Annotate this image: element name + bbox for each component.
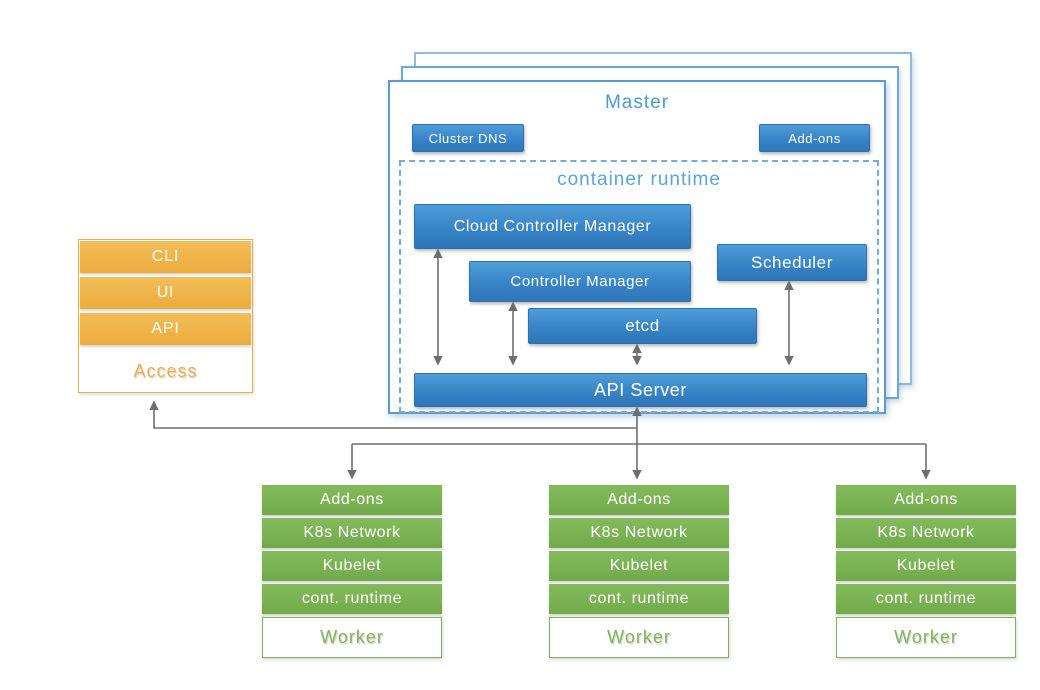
worker3-cont-runtime: cont. runtime <box>836 584 1016 614</box>
cluster-dns-box: Cluster DNS <box>412 124 524 152</box>
master-addons-box: Add-ons <box>759 124 870 152</box>
worker1-addons: Add-ons <box>262 485 442 515</box>
worker3-addons: Add-ons <box>836 485 1016 515</box>
controller-manager-box: Controller Manager <box>469 261 691 302</box>
access-node: CLI UI API Access <box>78 239 253 393</box>
worker-node-2: Add-ons K8s Network Kubelet cont. runtim… <box>549 485 729 658</box>
worker2-kubelet: Kubelet <box>549 551 729 581</box>
worker1-kubelet: Kubelet <box>262 551 442 581</box>
container-runtime-group: container runtime Cloud Controller Manag… <box>399 160 879 413</box>
access-row-ui: UI <box>80 277 251 309</box>
worker1-cont-runtime: cont. runtime <box>262 584 442 614</box>
worker2-addons: Add-ons <box>549 485 729 515</box>
worker3-kubelet: Kubelet <box>836 551 1016 581</box>
cloud-controller-manager-box: Cloud Controller Manager <box>414 204 691 249</box>
access-row-cli: CLI <box>80 241 251 273</box>
container-runtime-title: container runtime <box>557 169 721 190</box>
worker-node-1: Add-ons K8s Network Kubelet cont. runtim… <box>262 485 442 658</box>
worker2-label: Worker <box>549 617 729 658</box>
worker1-label: Worker <box>262 617 442 658</box>
worker-node-3: Add-ons K8s Network Kubelet cont. runtim… <box>836 485 1016 658</box>
worker3-k8s-network: K8s Network <box>836 518 1016 548</box>
worker3-label: Worker <box>836 617 1016 658</box>
worker2-cont-runtime: cont. runtime <box>549 584 729 614</box>
worker1-k8s-network: K8s Network <box>262 518 442 548</box>
etcd-box: etcd <box>528 308 757 344</box>
master-title: Master <box>604 92 670 113</box>
access-row-api: API <box>80 313 251 345</box>
access-label: Access <box>133 360 198 381</box>
master-node: Master Cluster DNS Add-ons container run… <box>388 80 886 414</box>
worker2-k8s-network: K8s Network <box>549 518 729 548</box>
api-server-box: API Server <box>414 373 867 407</box>
scheduler-box: Scheduler <box>717 244 867 281</box>
